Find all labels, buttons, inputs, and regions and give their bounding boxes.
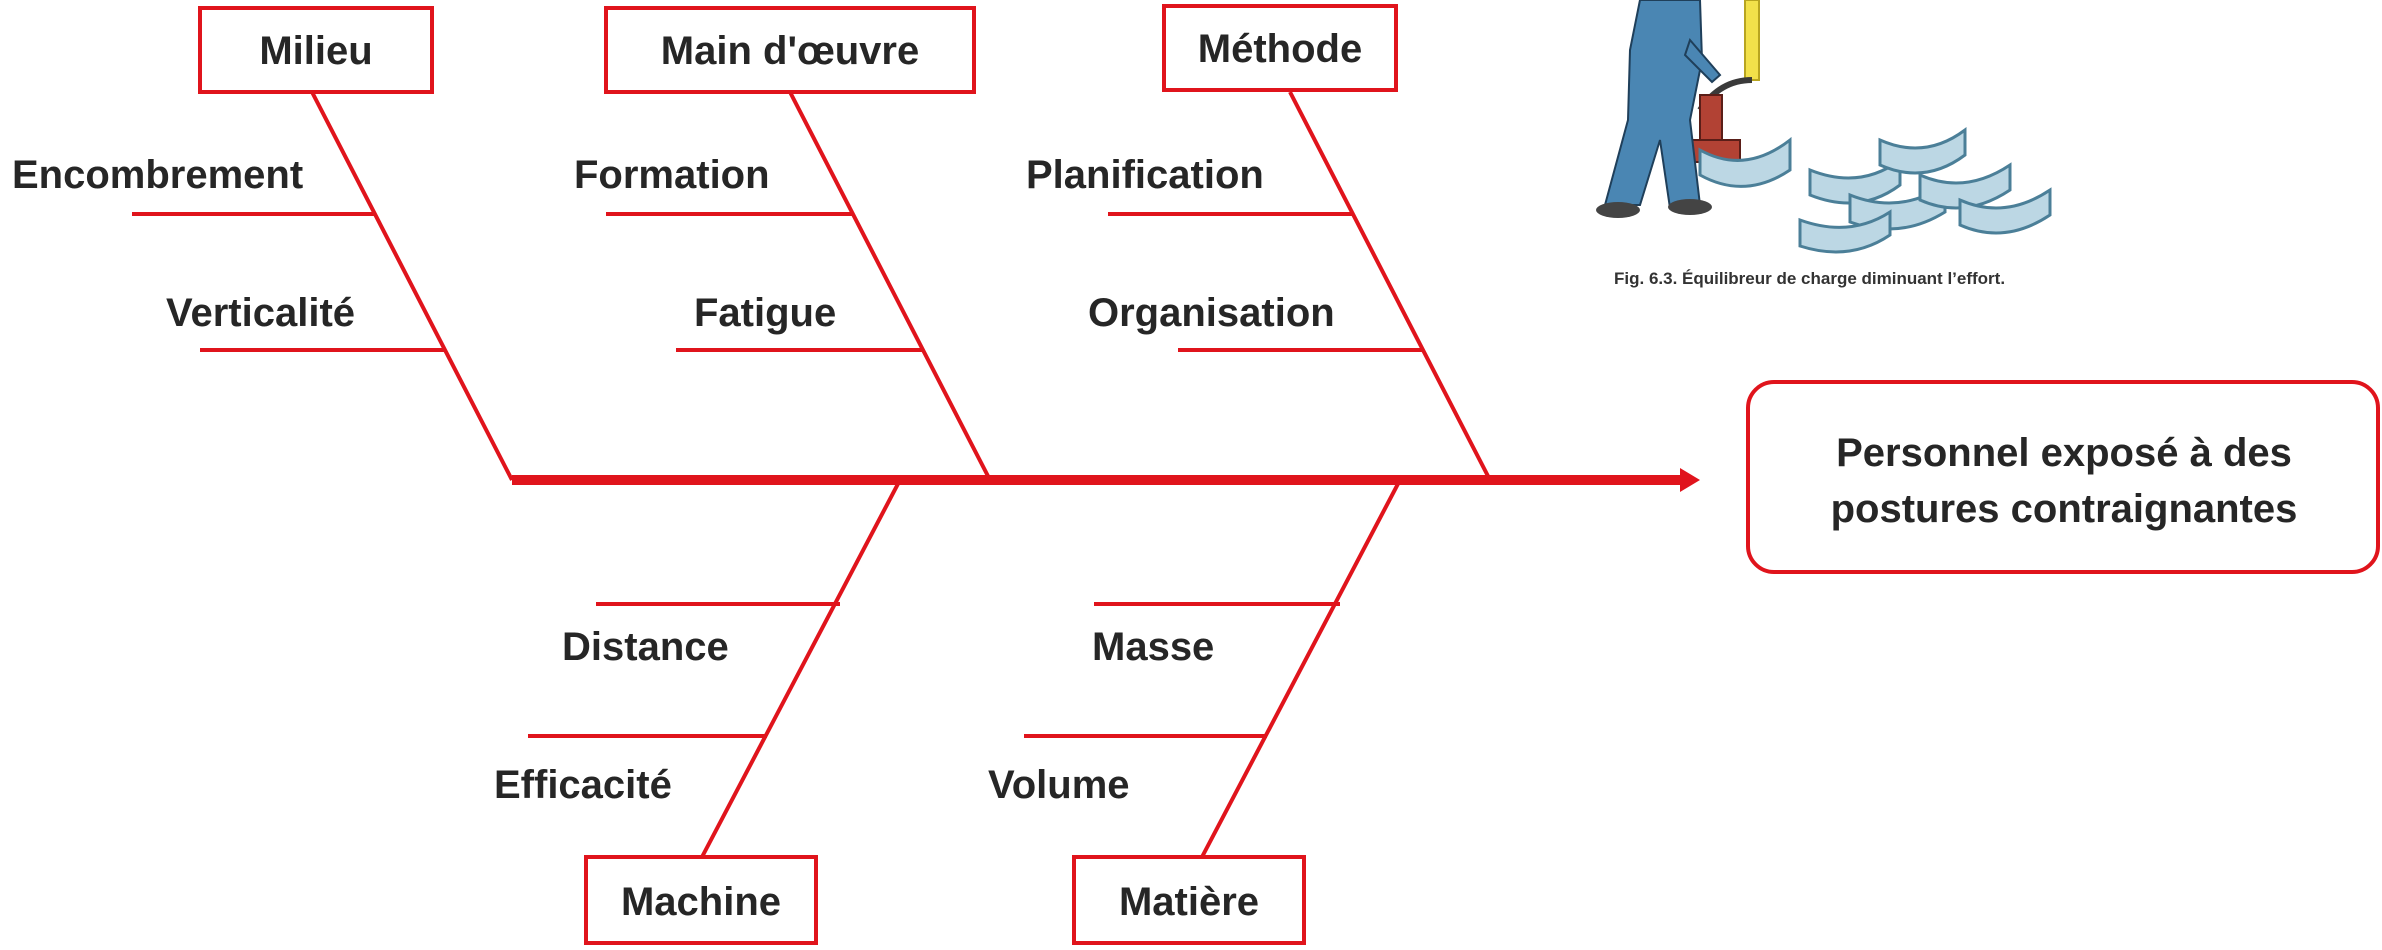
cause-encombrement: Encombrement xyxy=(12,153,303,197)
category-matiere: Matière xyxy=(1072,855,1306,945)
cause-fatigue: Fatigue xyxy=(694,291,836,335)
category-main-oeuvre: Main d'œuvre xyxy=(604,6,976,94)
effect-box: Personnel exposé à des postures contraig… xyxy=(1746,380,2380,574)
load-balancer-illustration: Fig. 6.3. Équilibreur de charge diminuan… xyxy=(1596,0,2052,288)
spine-arrowhead xyxy=(1680,468,1700,492)
load-segments xyxy=(1698,127,2052,254)
category-label: Matière xyxy=(1119,880,1259,924)
figure-caption: Fig. 6.3. Équilibreur de charge diminuan… xyxy=(1614,269,2005,288)
category-methode: Méthode xyxy=(1162,4,1398,92)
milieu-bone xyxy=(310,91,514,481)
cause-masse: Masse xyxy=(1092,625,1214,669)
category-label: Milieu xyxy=(259,29,372,73)
category-label: Main d'œuvre xyxy=(661,29,919,73)
matiere-bone xyxy=(1200,479,1402,858)
cause-efficacite: Efficacité xyxy=(494,763,672,807)
effect-line-1: Personnel exposé à des xyxy=(1836,431,2292,475)
cause-planification: Planification xyxy=(1026,153,1264,197)
machine-bone xyxy=(700,479,902,858)
effect-line-2: postures contraignantes xyxy=(1831,487,2298,531)
cause-organisation: Organisation xyxy=(1088,291,1335,335)
methode-bone xyxy=(1288,91,1492,481)
cause-verticalite: Verticalité xyxy=(166,291,355,335)
category-milieu: Milieu xyxy=(198,6,434,94)
category-label: Méthode xyxy=(1198,27,1362,71)
main-oeuvre-bone xyxy=(788,91,992,481)
category-machine: Machine xyxy=(584,855,818,945)
cause-formation: Formation xyxy=(574,153,770,197)
worker-figure xyxy=(1596,0,1722,218)
cause-distance: Distance xyxy=(562,625,729,669)
category-label: Machine xyxy=(621,880,781,924)
cause-volume: Volume xyxy=(988,763,1130,807)
